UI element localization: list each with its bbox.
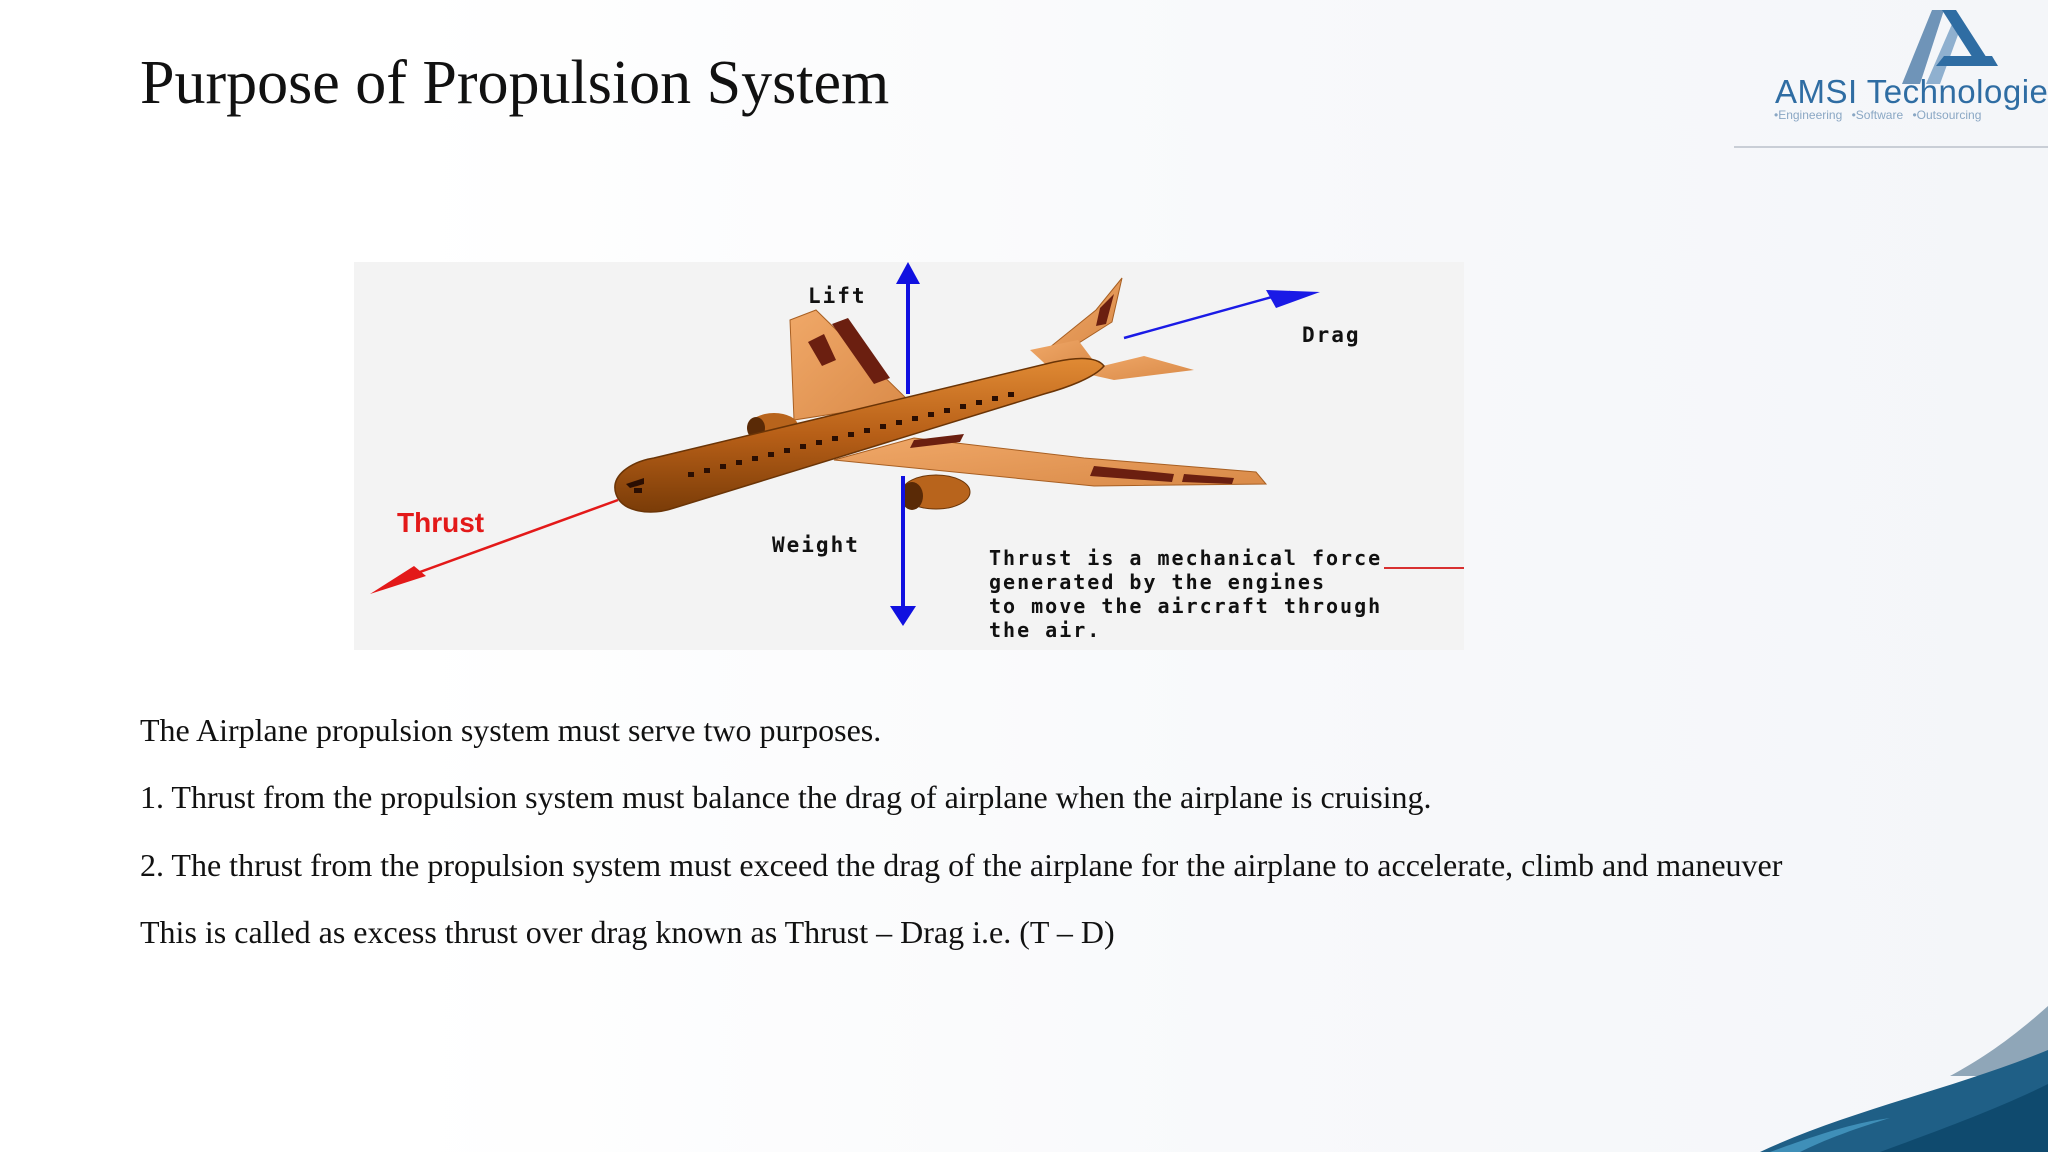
body-line-intro: The Airplane propulsion system must serv… bbox=[140, 712, 882, 748]
logo-name: AMSI Technologies bbox=[1775, 73, 2048, 110]
thrust-arrow bbox=[370, 498, 619, 594]
caption-line: generated by the engines bbox=[989, 570, 1326, 594]
weight-arrow bbox=[890, 476, 916, 626]
weight-label: Weight bbox=[772, 533, 860, 557]
logo-mark-icon bbox=[1902, 10, 1998, 84]
slide-title: Purpose of Propulsion System bbox=[140, 49, 890, 117]
drag-label: Drag bbox=[1302, 323, 1361, 347]
lift-label: Lift bbox=[808, 284, 867, 308]
forces-diagram: Lift Drag Weight Thrust Thrust is a mech… bbox=[354, 262, 1464, 650]
tail-fin bbox=[1043, 277, 1123, 353]
logo-divider bbox=[1734, 146, 2048, 148]
body-line-point-2: 2. The thrust from the propulsion system… bbox=[140, 847, 1783, 883]
caption-line: the air. bbox=[989, 618, 1102, 642]
airplane-illustration bbox=[370, 262, 1464, 626]
lift-arrow bbox=[896, 262, 920, 394]
thrust-label: Thrust bbox=[397, 507, 485, 538]
caption-line: Thrust is a mechanical force bbox=[989, 546, 1383, 570]
figure-caption: Thrust is a mechanical force generated b… bbox=[989, 546, 1464, 642]
logo-tagline: •Engineering •Software •Outsourcing bbox=[1774, 108, 1982, 122]
body-line-conclusion: This is called as excess thrust over dra… bbox=[140, 914, 1115, 950]
drag-arrow bbox=[1123, 290, 1320, 340]
caption-line: to move the aircraft through bbox=[989, 594, 1383, 618]
fuselage bbox=[614, 357, 1105, 513]
corner-swoosh-decoration bbox=[1760, 1006, 2048, 1152]
body-line-point-1: 1. Thrust from the propulsion system mus… bbox=[140, 779, 1432, 815]
